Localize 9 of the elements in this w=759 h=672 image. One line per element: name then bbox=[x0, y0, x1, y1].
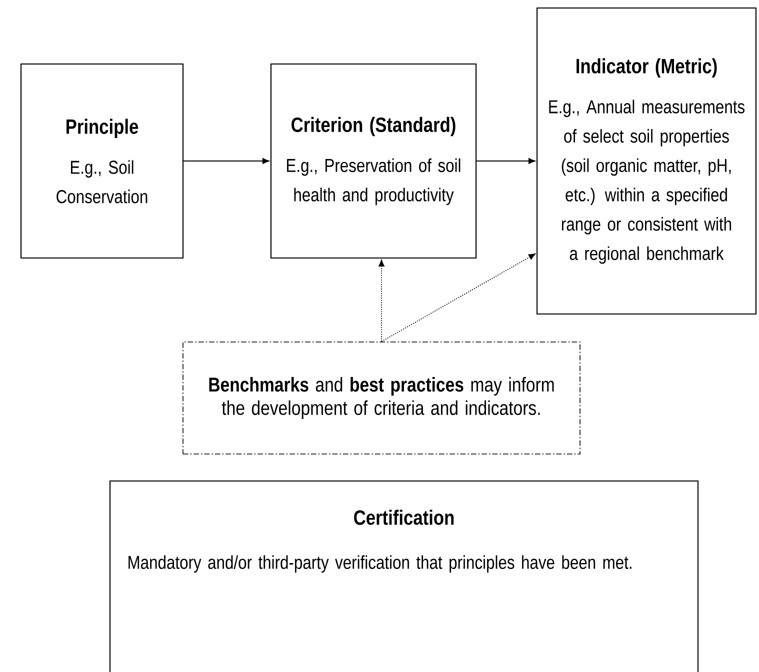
arrow bbox=[381, 254, 536, 342]
arrow bbox=[183, 158, 270, 164]
arrow bbox=[378, 260, 384, 342]
process-box: Criterion (Standard) E.g., Preservation of soil health and productivity bbox=[270, 63, 477, 259]
process-box: Indicator (Metric) E.g., Annual measurements of select soil properties (soil organic matter, pH, etc.) within a specified range or consistent with a regional benchmark bbox=[536, 7, 756, 315]
note-box: Benchmarks and best practices may inform the development of criteria and indicators. bbox=[182, 342, 580, 454]
certification-box: Certification Mandatory and/or third-party verification that principles have been met. bbox=[109, 480, 699, 672]
arrow bbox=[476, 158, 536, 164]
process-box: Principle E.g., Soil Conservation bbox=[20, 63, 184, 259]
